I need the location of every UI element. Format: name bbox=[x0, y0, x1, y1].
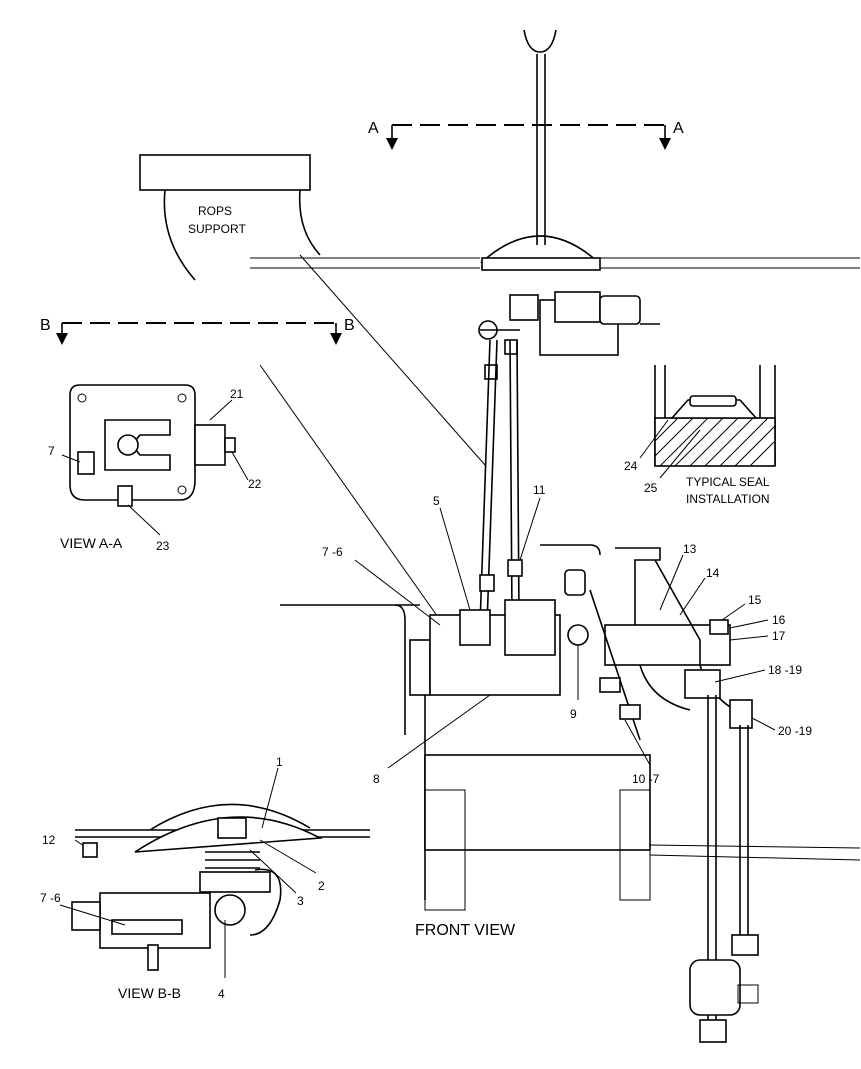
callout-24: 24 bbox=[624, 459, 638, 473]
callout-7: 7 bbox=[48, 444, 55, 458]
seal-installation-detail: TYPICAL SEAL INSTALLATION bbox=[654, 365, 776, 506]
seal-caption-line-1: TYPICAL SEAL bbox=[686, 475, 770, 489]
view-bb-caption: VIEW B-B bbox=[118, 985, 181, 1001]
callout-7-6-bottom: 7 -6 bbox=[40, 891, 61, 905]
seal-caption-line-2: INSTALLATION bbox=[686, 492, 770, 506]
control-lever-shaft bbox=[250, 29, 860, 271]
upper-linkage bbox=[478, 291, 660, 380]
callout-13: 13 bbox=[683, 542, 697, 556]
callout-12: 12 bbox=[42, 833, 56, 847]
callout-3: 3 bbox=[297, 894, 304, 908]
rops-support: ROPS SUPPORT bbox=[139, 154, 486, 621]
view-bb: VIEW B-B bbox=[71, 803, 370, 1001]
callout-11: 11 bbox=[533, 483, 546, 497]
section-b-left-label: B bbox=[40, 317, 51, 334]
section-a-right-label: A bbox=[673, 120, 684, 137]
rops-support-line-2: SUPPORT bbox=[188, 222, 246, 236]
callout-18-19: 18 -19 bbox=[768, 663, 802, 677]
front-view-assembly: FRONT VIEW bbox=[280, 544, 861, 1043]
section-b-right-label: B bbox=[344, 317, 355, 334]
callout-16: 16 bbox=[772, 613, 786, 627]
callout-14: 14 bbox=[706, 566, 720, 580]
section-line-b: B B bbox=[40, 317, 355, 345]
callout-17: 17 bbox=[772, 629, 786, 643]
callout-23: 23 bbox=[156, 539, 170, 553]
callout-20-19: 20 -19 bbox=[778, 724, 812, 738]
callout-9: 9 bbox=[570, 707, 577, 721]
vertical-rods bbox=[479, 339, 523, 626]
callouts: 1 2 3 4 5 7 7 -6 7 -6 8 9 10 -7 11 12 13… bbox=[40, 387, 812, 1001]
callout-8: 8 bbox=[373, 772, 380, 786]
callout-4: 4 bbox=[218, 987, 225, 1001]
rops-support-line-1: ROPS bbox=[198, 204, 232, 218]
section-a-left-label: A bbox=[368, 120, 379, 137]
callout-7-6-top: 7 -6 bbox=[322, 545, 343, 559]
seal-hatch bbox=[654, 417, 776, 467]
view-aa-caption: VIEW A-A bbox=[60, 535, 123, 551]
callout-25: 25 bbox=[644, 481, 658, 495]
seal-caption: TYPICAL SEAL INSTALLATION bbox=[686, 475, 773, 506]
callout-22: 22 bbox=[248, 477, 262, 491]
view-aa: VIEW A-A bbox=[60, 384, 236, 551]
callout-1: 1 bbox=[276, 755, 283, 769]
callout-5: 5 bbox=[433, 494, 440, 508]
rops-support-label: ROPS SUPPORT bbox=[188, 204, 246, 236]
callout-2: 2 bbox=[318, 879, 325, 893]
callout-21: 21 bbox=[230, 387, 244, 401]
callout-15: 15 bbox=[748, 593, 762, 607]
section-line-a: A A bbox=[368, 120, 684, 150]
front-view-caption: FRONT VIEW bbox=[415, 922, 516, 939]
callout-10-7: 10 -7 bbox=[632, 772, 660, 786]
